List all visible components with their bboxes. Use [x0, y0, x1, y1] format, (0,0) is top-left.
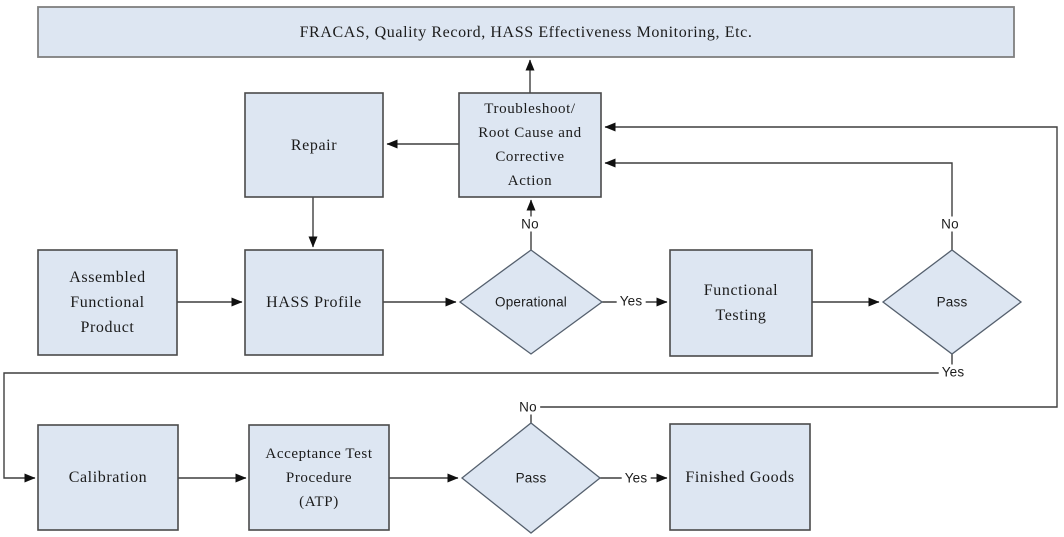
calibration-label: Calibration — [68, 469, 148, 486]
troubleshoot-label: Troubleshoot/ Root Cause and Corrective … — [478, 101, 582, 189]
pass-hass-label: Pass — [936, 294, 968, 310]
label-pass-atp-no: No — [516, 399, 540, 415]
label-pass-atp-yes: Yes — [621, 470, 651, 486]
label-operational-yes: Yes — [616, 293, 646, 309]
finished-goods-box-shape — [669, 423, 811, 531]
connector-pass-no-to-troubleshoot — [604, 158, 953, 250]
functional-testing-box-shape — [669, 249, 813, 357]
finished-goods-label: Finished Goods — [685, 468, 795, 486]
assembled-product-label: Assembled Functional Product — [69, 269, 146, 336]
troubleshoot-box-shape — [458, 92, 602, 198]
atp-box-shape — [248, 424, 390, 531]
functional-testing-label: Functional Testing — [703, 282, 779, 324]
label-pass-hass-yes: Yes — [938, 364, 968, 380]
hass-profile-label: HASS Profile — [266, 294, 362, 311]
pass-atp-label: Pass — [515, 470, 547, 486]
label-operational-no: No — [518, 216, 542, 232]
repair-label: Repair — [290, 136, 338, 154]
pass-atp-diamond-shape — [460, 422, 602, 534]
pass-hass-diamond-shape — [881, 249, 1023, 355]
atp-label: Acceptance Test Procedure (ATP) — [265, 445, 373, 510]
label-pass-hass-no: No — [938, 216, 962, 232]
operational-label: Operational — [495, 294, 567, 310]
operational-diamond-shape — [458, 249, 604, 355]
assembled-product-box-shape — [37, 249, 178, 356]
repair-box-shape — [244, 92, 384, 198]
fracas-banner-label: FRACAS, Quality Record, HASS Effectivene… — [299, 23, 753, 41]
hass-profile-box-shape — [244, 249, 384, 356]
calibration-box-shape — [37, 424, 179, 531]
fracas-banner-shape — [37, 6, 1015, 58]
